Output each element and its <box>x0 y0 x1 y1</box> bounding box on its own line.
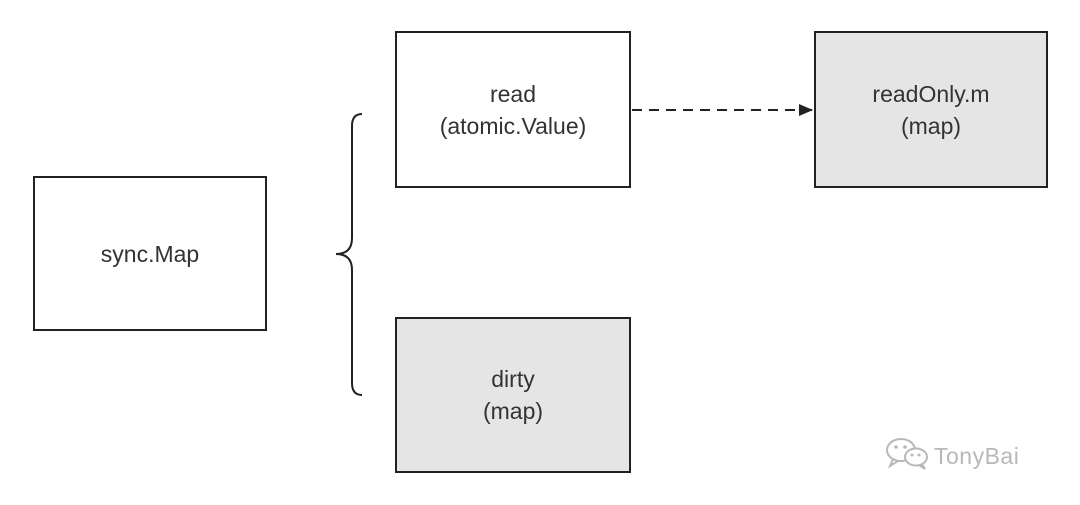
read-type-label: (atomic.Value) <box>439 112 587 139</box>
wechat-icon <box>884 436 930 476</box>
watermark: TonyBai <box>884 436 1019 476</box>
readonly-m-node: readOnly.m (map) <box>814 31 1048 188</box>
read-label: read <box>489 80 537 107</box>
dirty-node: dirty (map) <box>395 317 631 473</box>
grouping-brace <box>335 113 363 396</box>
readonly-m-label: readOnly.m <box>872 80 990 107</box>
sync-map-node: sync.Map <box>33 176 267 331</box>
dirty-type-label: (map) <box>482 398 544 424</box>
dirty-label: dirty <box>491 366 535 392</box>
readonly-m-type-label: (map) <box>900 112 962 139</box>
watermark-text: TonyBai <box>934 442 1020 469</box>
read-node: read (atomic.Value) <box>395 31 631 188</box>
sync-map-label: sync.Map <box>100 240 200 267</box>
